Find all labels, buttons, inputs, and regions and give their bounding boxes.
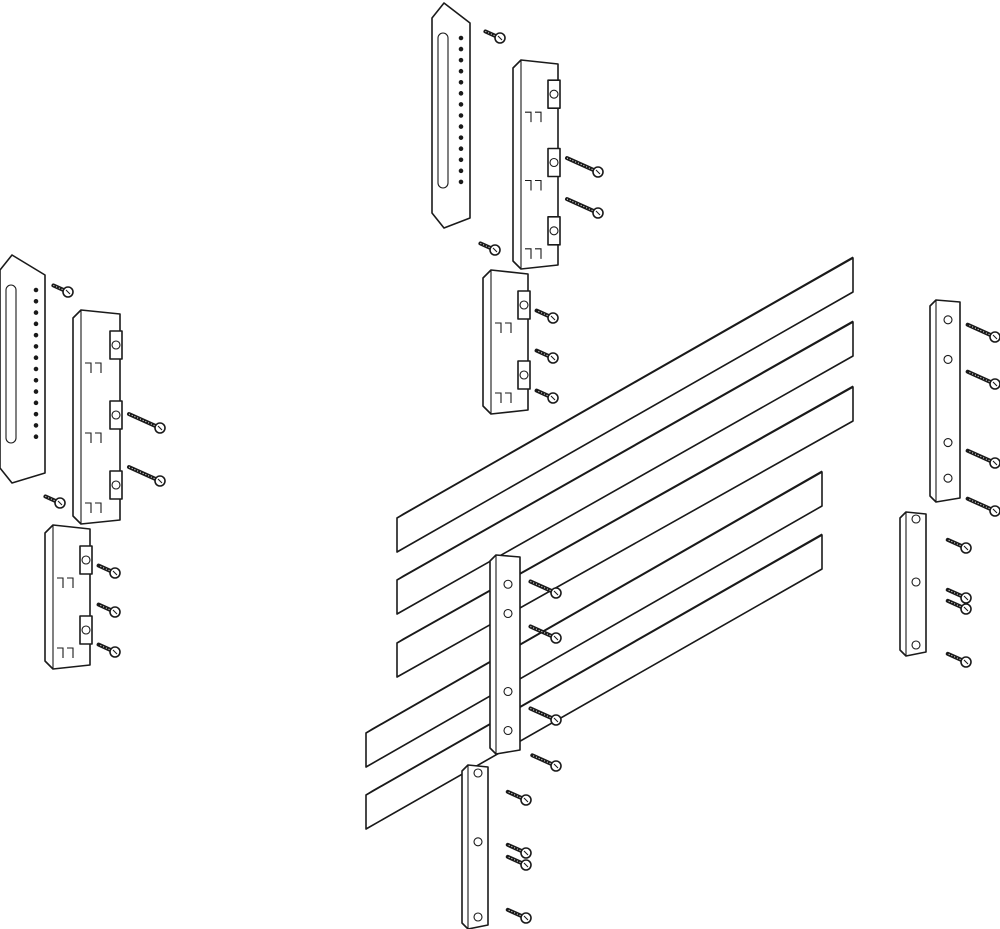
mounting-hole: [33, 366, 39, 372]
screw: [505, 842, 532, 859]
screw: [945, 598, 972, 615]
screw: [96, 642, 121, 658]
mounting-hole: [33, 298, 39, 304]
mounting-hole: [33, 287, 39, 293]
screw: [126, 465, 166, 487]
screw: [965, 448, 1000, 469]
support-rail: [929, 299, 961, 503]
screw: [965, 496, 1000, 517]
end-rail: [899, 511, 927, 657]
mounting-hole: [33, 411, 39, 417]
mounting-hole: [458, 91, 464, 96]
mounting-hole: [458, 102, 464, 107]
screw: [534, 388, 559, 404]
screw: [945, 587, 972, 604]
busbar-holder: [512, 59, 561, 270]
screw: [945, 537, 972, 554]
mounting-hole: [458, 135, 464, 140]
mounting-hole: [458, 35, 464, 41]
screw: [528, 706, 562, 726]
mounting-hole: [33, 400, 39, 406]
screw: [483, 29, 506, 44]
screw: [96, 602, 121, 618]
busbar: [396, 320, 854, 615]
mounting-hole: [33, 389, 39, 394]
screw: [534, 348, 559, 364]
screw: [51, 283, 74, 298]
mounting-hole: [33, 377, 39, 383]
mounting-hole: [458, 79, 464, 85]
mounting-hole: [33, 344, 39, 349]
screw: [43, 494, 66, 509]
busbar: [396, 256, 854, 553]
end-rail: [461, 764, 489, 929]
busbar: [365, 533, 823, 830]
busbar-holder: [482, 269, 531, 415]
mounting-hole: [33, 332, 39, 338]
busbar-holder: [72, 309, 123, 525]
mounting-hole: [458, 157, 464, 163]
mounting-hole: [33, 355, 39, 361]
mounting-hole: [33, 321, 39, 327]
screw: [505, 789, 532, 806]
mounting-hole: [458, 57, 464, 63]
screw: [528, 624, 562, 644]
mounting-hole: [458, 179, 464, 185]
mounting-hole: [33, 310, 39, 315]
mounting-hole: [458, 146, 464, 152]
mounting-bracket: [0, 254, 46, 484]
mounting-hole: [458, 46, 464, 52]
screw: [96, 563, 121, 579]
screw: [478, 241, 501, 256]
screw: [530, 753, 562, 772]
screw: [965, 322, 1000, 343]
mounting-hole: [458, 113, 464, 118]
busbar-holder: [44, 524, 93, 670]
screw: [505, 907, 532, 924]
mounting-hole: [33, 434, 39, 440]
mounting-hole: [33, 423, 39, 428]
screw: [965, 369, 1000, 390]
screw: [534, 308, 559, 324]
screw: [945, 651, 972, 668]
screw: [126, 412, 166, 434]
busbar: [396, 385, 854, 678]
screw: [564, 156, 604, 178]
mounting-hole: [458, 68, 464, 74]
support-rail: [489, 554, 521, 755]
mounting-bracket: [431, 2, 471, 229]
screw: [564, 197, 604, 219]
mounting-hole: [458, 168, 464, 174]
screw: [505, 854, 532, 871]
busbar: [365, 470, 823, 768]
screw: [528, 579, 562, 599]
mounting-hole: [458, 124, 464, 129]
